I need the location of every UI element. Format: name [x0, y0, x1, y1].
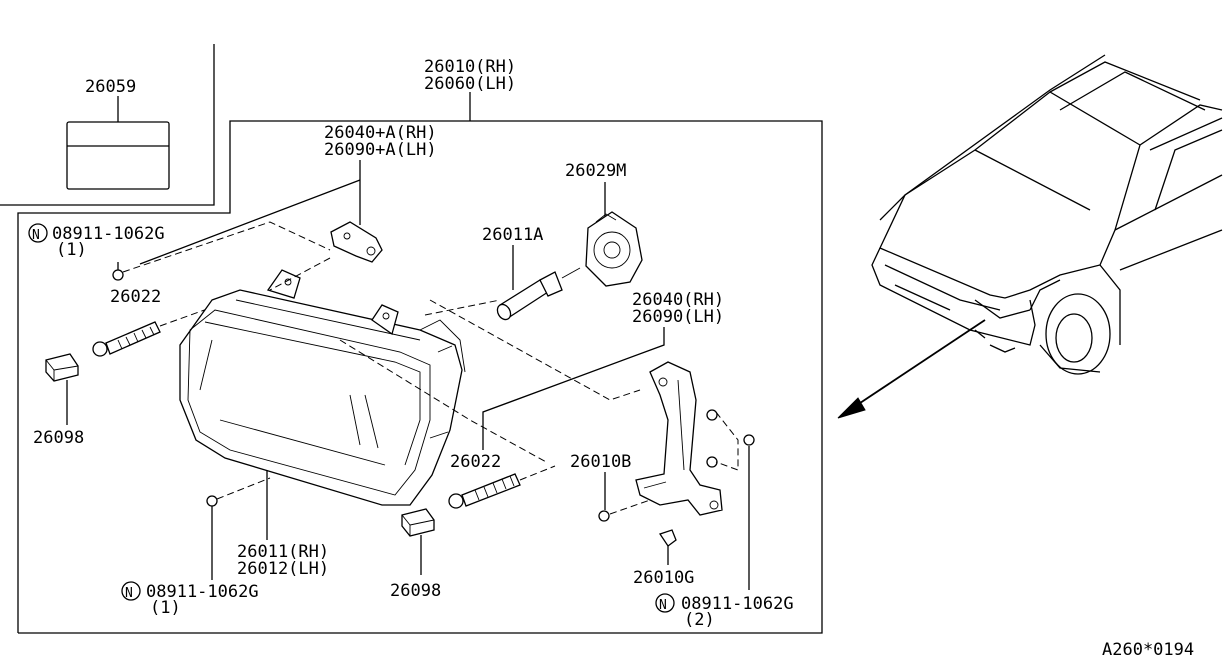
lens-rh-label: 26011(RH) [237, 542, 329, 562]
adjuster-mid-number: 26022 [450, 452, 501, 472]
bulb-a-number: 26011A [482, 225, 543, 245]
label-plate-number: 26059 [85, 77, 136, 97]
socket-clip-part [330, 221, 383, 263]
cap-left-number: 26098 [33, 428, 84, 448]
clip-g-number: 26010G [633, 568, 694, 588]
bracket-b-number: 26010B [570, 452, 631, 472]
adjuster-screw-tl-part [92, 321, 161, 357]
headlamp-assy-rh-label: 26010(RH) [424, 57, 516, 77]
headlamp-body-part [179, 289, 466, 506]
screw-n-marker-bl: N [121, 581, 141, 601]
nut-tl-number: 26022 [110, 287, 161, 307]
lens-lh-label: 26012(LH) [237, 559, 329, 579]
bracket-rh-label: 26040(RH) [632, 290, 724, 310]
drawing-code: A260*0194 [1102, 640, 1194, 660]
bracket-lh-label: 26090(LH) [632, 307, 724, 327]
label-plate-part [66, 96, 170, 190]
adjuster-screw-mid-part [448, 473, 521, 509]
cap-bottom-number: 26098 [390, 581, 441, 601]
bracket-part [635, 361, 723, 516]
screw-tl-part [112, 262, 124, 281]
screw-bl-number: 08911-1062G [146, 582, 259, 602]
headlamp-assy-lh-label: 26060(LH) [424, 74, 516, 94]
screw-n-marker-br: N [655, 593, 675, 613]
vehicle-illustration [871, 54, 1223, 375]
screw-n-marker-tl: N [28, 223, 48, 243]
clip-g-part [658, 529, 677, 547]
screw-br-qty: (2) [684, 610, 715, 630]
bracket-b-nut-part [598, 510, 610, 522]
svg-text:N: N [32, 228, 40, 243]
svg-text:N: N [659, 598, 667, 613]
screw-tl-number: 08911-1062G [52, 224, 165, 244]
screw-br-part [743, 434, 755, 446]
bulb-m-part [585, 211, 643, 287]
headlamp-top-tabs [266, 269, 399, 336]
screw-bl-qty: (1) [150, 598, 181, 618]
screw-bl-part [206, 495, 218, 507]
svg-text:N: N [125, 586, 133, 601]
bulb-m-number: 26029M [565, 161, 626, 181]
cap-left-part [45, 353, 79, 382]
direction-arrow [837, 319, 986, 419]
screw-br-number: 08911-1062G [681, 594, 794, 614]
screw-tl-qty: (1) [56, 240, 87, 260]
frame-lines [0, 44, 823, 634]
bulb-socket-lh-label: 26090+A(LH) [324, 140, 437, 160]
bulb-socket-rh-label: 26040+A(RH) [324, 123, 437, 143]
bulb-a-part [496, 267, 581, 321]
cap-bottom-part [401, 508, 435, 537]
